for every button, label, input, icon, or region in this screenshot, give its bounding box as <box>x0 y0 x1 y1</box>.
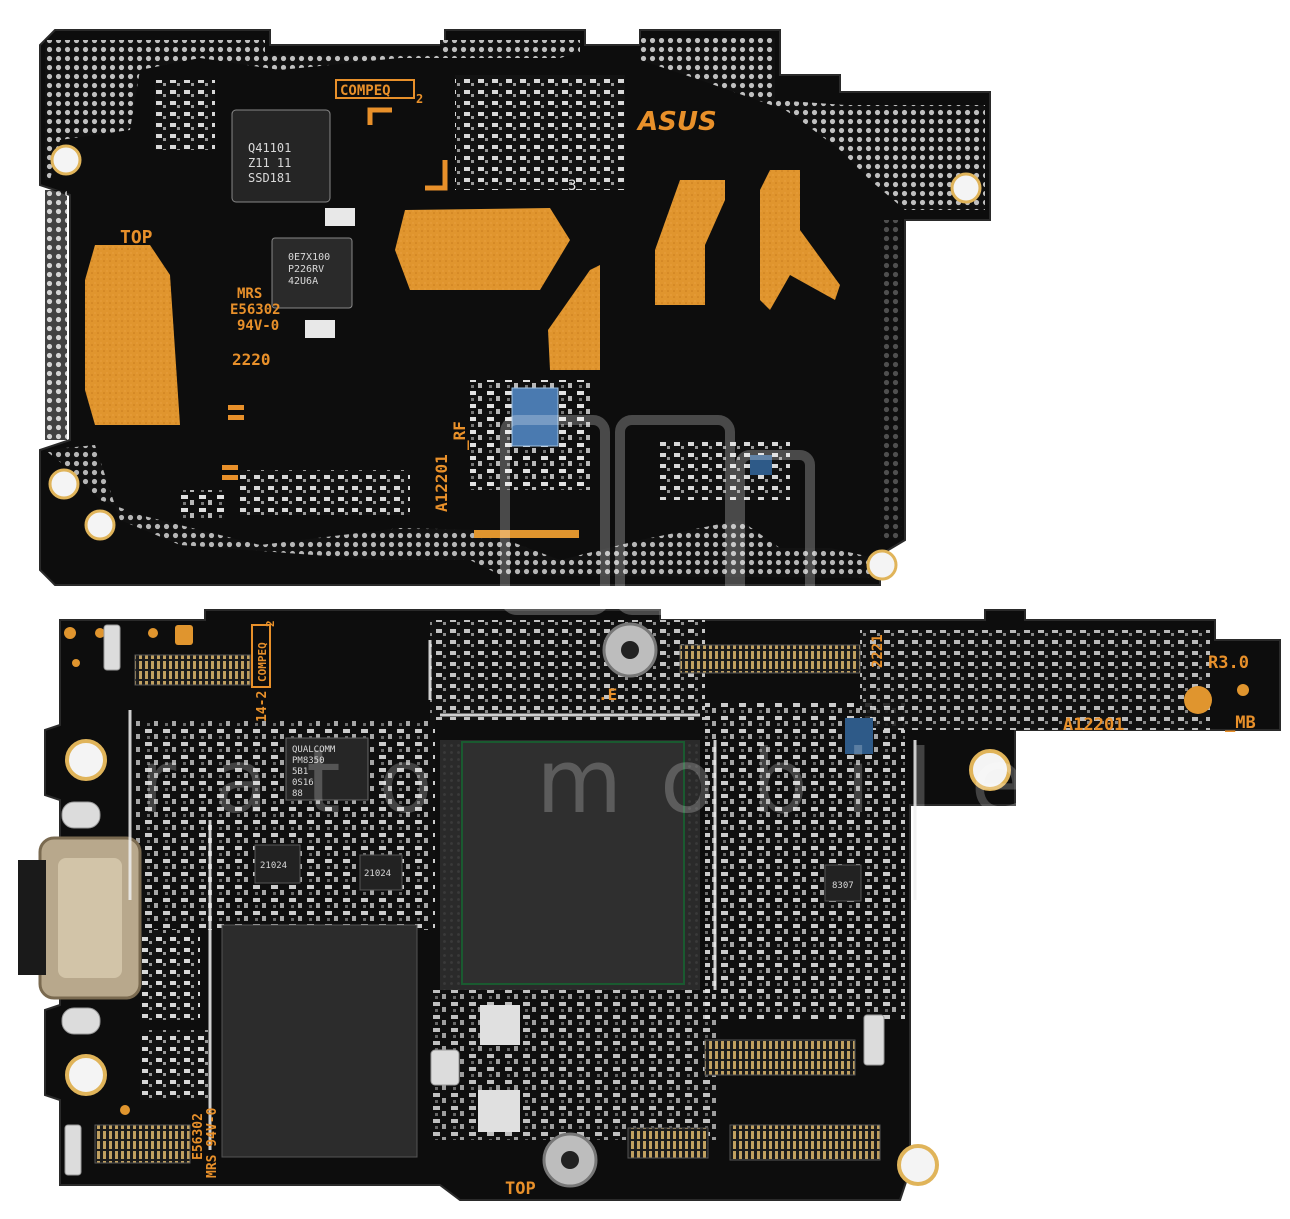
mounting-holes <box>65 622 1249 1188</box>
top-chip-1-line-2: Z11 11 <box>248 156 291 170</box>
connector-6 <box>627 1127 709 1159</box>
bottom-date-code: 2221 <box>870 634 886 668</box>
top-ul-1: MRS <box>237 286 262 302</box>
bottom-ul-1: E56302 <box>191 1113 206 1160</box>
top-fab-mark: COMPEQ <box>340 83 391 99</box>
top-chip-2-line-3: 42U6A <box>288 276 318 287</box>
small-code-1: 21024 <box>260 861 287 871</box>
bottom-side-code: 14-2 <box>255 691 270 722</box>
top-part-number: A12201 <box>432 454 451 512</box>
top-chip-1-line-3: SSD181 <box>248 171 291 185</box>
top-marker: 3 <box>568 178 576 194</box>
top-ul-3: 94V-0 <box>237 318 279 334</box>
compeq-box-top <box>335 79 415 99</box>
bottom-part-suffix: _MB <box>1225 713 1256 733</box>
connector-2 <box>679 644 861 674</box>
top-chip-1 <box>231 109 331 203</box>
pmic-line-1: QUALCOMM <box>292 745 336 755</box>
pmic-line-3: 5B1 <box>292 767 308 777</box>
top-chip-2-line-2: P226RV <box>288 264 324 275</box>
bottom-ul-2: MRS 94V-0 <box>205 1107 220 1178</box>
top-ul-4: 2220 <box>232 350 271 369</box>
memory-chip <box>221 924 418 1158</box>
connector-5 <box>94 1124 191 1164</box>
top-chip-1-line-1: Q41101 <box>248 141 291 155</box>
rf-module <box>511 387 559 447</box>
top-fab-sub: 2 <box>416 92 423 106</box>
watermark-text: rato mobile <box>140 730 1063 833</box>
watermark: rato mobile <box>140 415 1063 833</box>
pmic-chip <box>285 737 369 801</box>
bottom-e-mark: .E <box>598 685 617 704</box>
top-board: Q41101 Z11 11 SSD181 0E7X100 P226RV 42U6… <box>39 29 991 586</box>
asus-logo: ASUS <box>636 107 717 137</box>
small-code-3: 8307 <box>832 881 854 891</box>
pmic-line-5: 88 <box>292 789 303 799</box>
connector-1 <box>134 654 251 686</box>
bottom-part-number: A12201 <box>1063 715 1124 735</box>
top-part-suffix: _RF <box>450 421 469 450</box>
top-chip-2 <box>271 237 353 309</box>
compeq-box-bottom <box>251 624 271 688</box>
pmic-line-4: 0S16 <box>292 778 314 788</box>
small-code-2: 21024 <box>364 869 391 879</box>
top-label: TOP <box>120 227 153 248</box>
bottom-board: QUALCOMM PM8350 5B1 0S16 88 21024 21024 … <box>18 609 1281 1201</box>
top-ul-2: E56302 <box>230 302 281 318</box>
bottom-fab-sub: 2 <box>264 620 277 627</box>
bottom-top-label: TOP <box>505 1179 536 1199</box>
connector-3 <box>704 1039 856 1076</box>
connector-4 <box>729 1124 881 1161</box>
top-chip-2-line-1: 0E7X100 <box>288 252 330 263</box>
bottom-fab-mark: COMPEQ <box>256 642 269 682</box>
bottom-rev-label: R3.0 <box>1208 653 1249 673</box>
pmic-line-2: PM8350 <box>292 756 325 766</box>
